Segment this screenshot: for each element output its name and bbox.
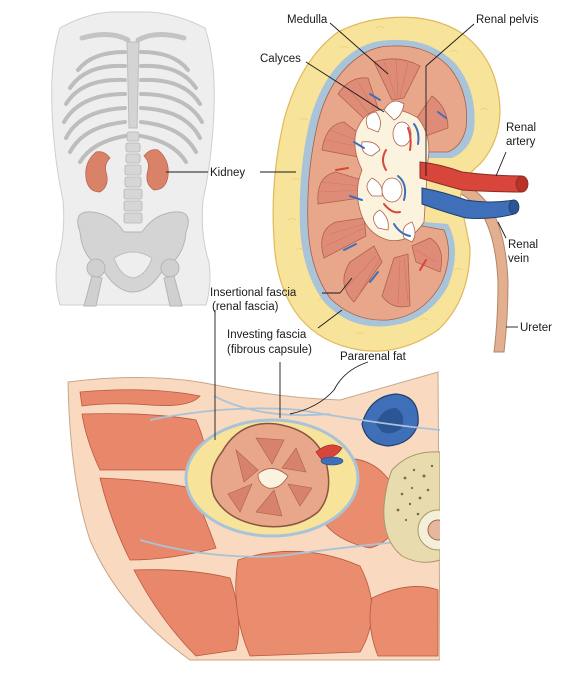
leader-calyces [305, 61, 385, 113]
label-renal-vein-line2: vein [508, 253, 529, 265]
kidney-section-pyramids [227, 437, 313, 517]
leader-pararenal-fat [289, 361, 369, 415]
label-investing-fascia-line2: (fibrous capsule) [227, 344, 312, 356]
label-pararenal-fat: Pararenal fat [340, 351, 407, 363]
label-investing-fascia-line1: Investing fascia [227, 329, 307, 341]
small-kidney-right [143, 149, 169, 191]
kidney-coronal-section [272, 16, 529, 353]
label-renal-pelvis: Renal pelvis [476, 14, 539, 26]
leader-renal-artery [495, 151, 507, 177]
segmental-vessels [335, 93, 447, 283]
fat-stipple [287, 26, 489, 335]
label-calyces: Calyces [260, 53, 301, 65]
rib-cage [62, 50, 204, 164]
small-kidney-left [85, 151, 111, 193]
leader-insertional-fascia-up [339, 277, 353, 294]
label-ureter: Ureter [520, 322, 552, 334]
label-renal-artery-line2: artery [506, 136, 536, 148]
abdominal-wall-muscles [79, 389, 240, 657]
torso-skeleton-illustration [51, 11, 215, 307]
leader-renal-vein [497, 221, 507, 239]
minor-calyces [361, 100, 416, 243]
label-medulla: Medulla [287, 14, 328, 26]
leader-renal-pelvis [425, 23, 475, 67]
leader-medulla [329, 22, 389, 75]
label-renal-artery-line1: Renal [506, 122, 536, 134]
anatomical-labels: Medulla Renal pelvis Calyces Renal arter… [210, 14, 552, 363]
label-insertional-fascia-line1: Insertional fascia [210, 287, 297, 299]
leader-lines [166, 22, 518, 440]
label-renal-vein-line1: Renal [508, 239, 538, 251]
label-kidney: Kidney [210, 167, 245, 179]
label-insertional-fascia-line2: (renal fascia) [212, 301, 279, 313]
transverse-section-illustration [67, 360, 565, 674]
spine [123, 131, 143, 224]
leader-investing-fascia [317, 309, 343, 329]
